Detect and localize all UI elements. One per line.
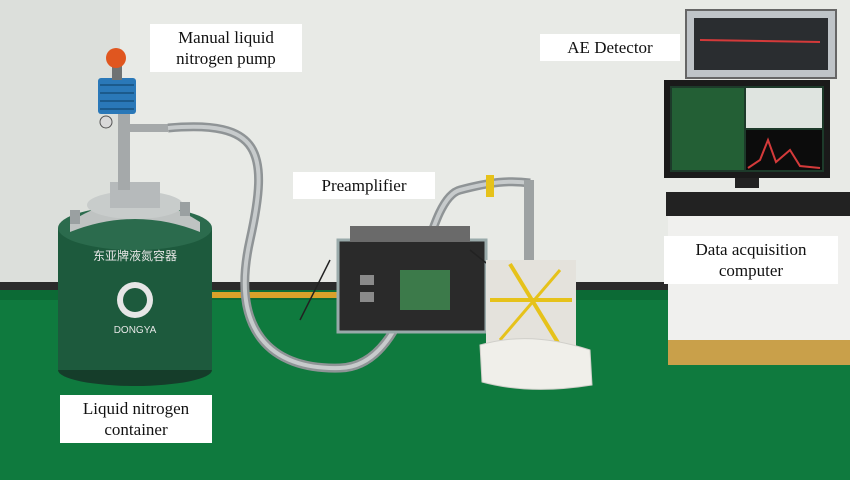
label-ae-detector-text: AE Detector	[567, 38, 653, 57]
liquid-nitrogen-tank: 东亚牌液氮容器 DONGYA	[58, 182, 212, 386]
desk-base	[668, 340, 850, 365]
ae-detector-unit	[685, 9, 837, 79]
monitor	[664, 80, 830, 188]
metal-hose-highlight	[167, 124, 531, 371]
tank-logo-text: DONGYA	[114, 325, 157, 336]
label-container-line2: container	[104, 420, 168, 439]
label-data-acquisition: Data acquisition computer	[664, 236, 838, 284]
label-manual-pump-line2: nitrogen pump	[176, 49, 276, 68]
specimen-block	[479, 260, 593, 390]
label-preamplifier: Preamplifier	[293, 172, 435, 199]
yellow-tag	[486, 175, 494, 197]
manual-pump	[98, 48, 168, 190]
label-daq-line1: Data acquisition	[695, 240, 807, 259]
tank-chinese-brand: 东亚牌液氮容器	[93, 248, 177, 263]
yellow-floor-line	[210, 292, 340, 298]
label-container-line1: Liquid nitrogen	[82, 399, 190, 418]
label-liquid-nitrogen-container: Liquid nitrogen container	[60, 395, 212, 443]
vertical-pipe	[524, 180, 534, 260]
keyboard	[666, 192, 850, 216]
label-manual-pump: Manual liquid nitrogen pump	[150, 24, 302, 72]
label-manual-pump-line1: Manual liquid	[178, 28, 274, 47]
label-daq-line2: computer	[718, 261, 784, 280]
preamplifier-box	[299, 226, 521, 334]
label-preamplifier-text: Preamplifier	[321, 176, 407, 195]
label-ae-detector: AE Detector	[540, 34, 680, 61]
